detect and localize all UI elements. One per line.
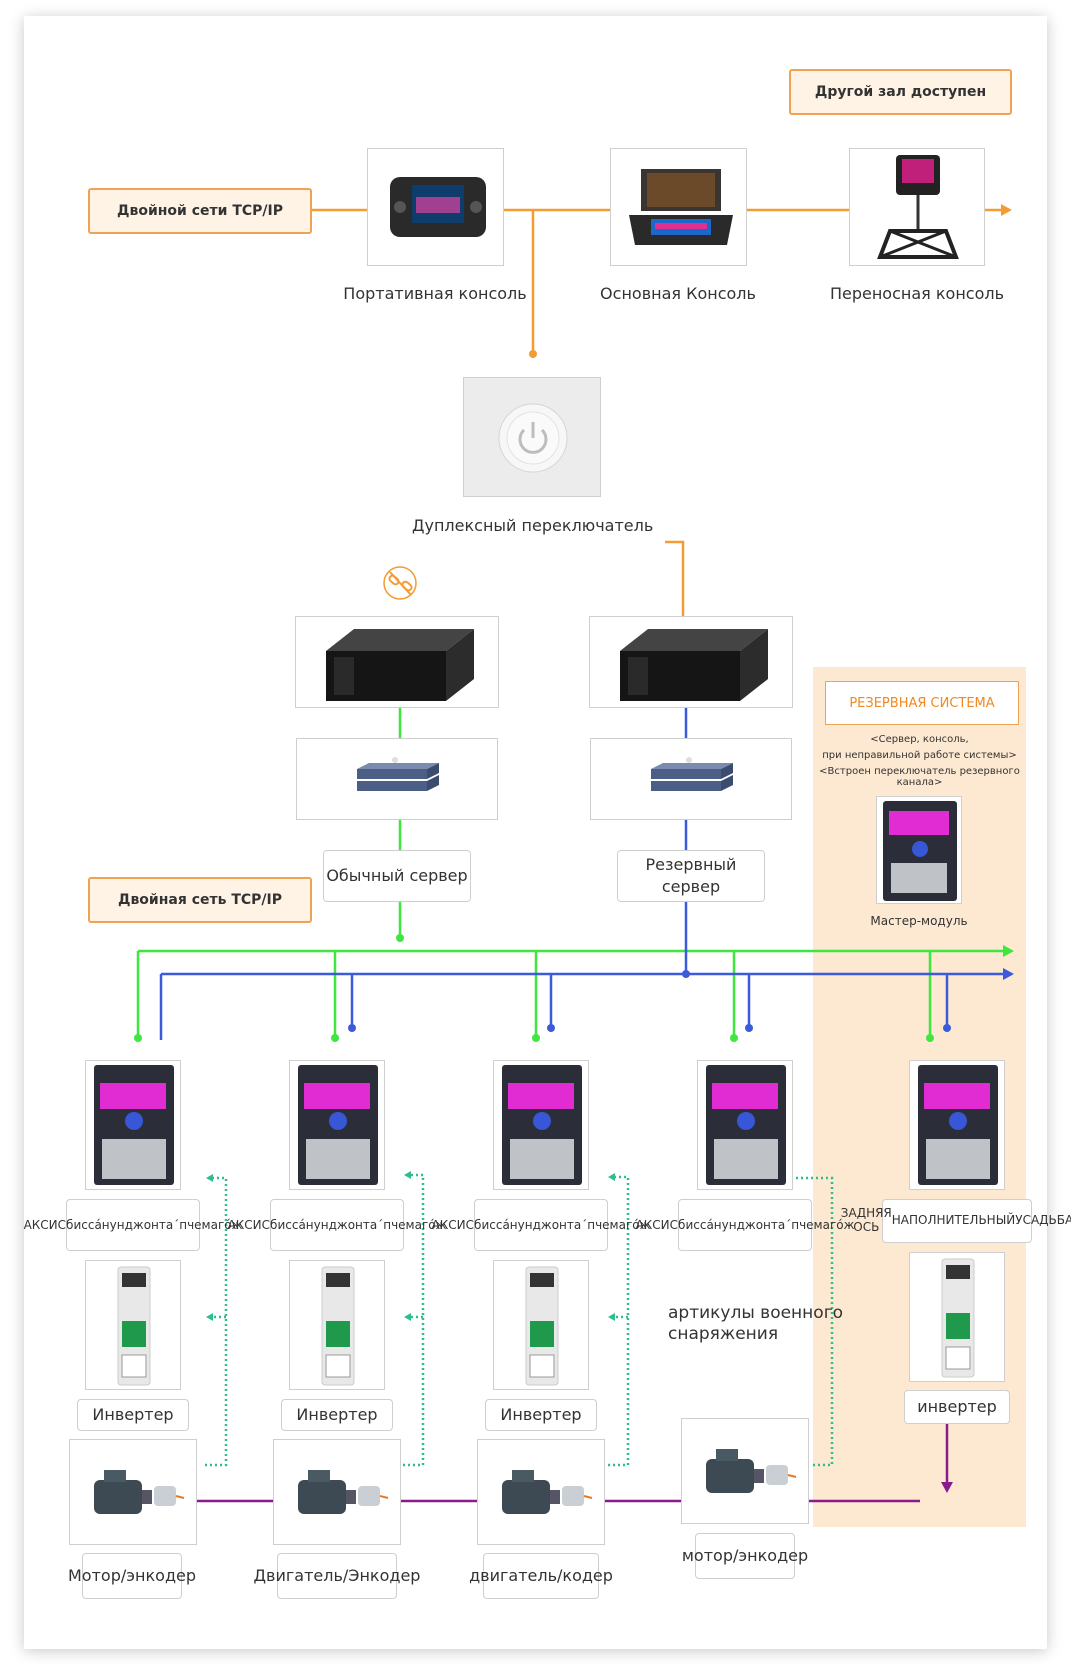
inverter-label: Инвертер (281, 1399, 393, 1431)
duplex-switch-label: Дуплексный переключатель (412, 516, 654, 535)
backup-server-label: Резервный сервер (617, 850, 765, 902)
normal-server-image (295, 616, 499, 708)
portable-console-label: Портативная консоль (343, 284, 527, 303)
inverter-label: Инвертер (485, 1399, 597, 1431)
master-module-image (876, 796, 962, 904)
motor-encoder-label: Мотор/энкодер (68, 1553, 196, 1599)
main-console-label: Основная Консоль (600, 284, 756, 303)
transportable-console-label: Переносная консоль (829, 284, 1005, 303)
axis-controller-image (289, 1060, 385, 1190)
inverter-image (493, 1260, 589, 1390)
axis-controller-image (85, 1060, 181, 1190)
axis-controller-image (493, 1060, 589, 1190)
backup-switch-image (590, 738, 792, 820)
inverter-image (289, 1260, 385, 1390)
dual-tcp-mid-badge: Двойная сеть TCP/IP (88, 877, 312, 923)
unlink-icon (383, 566, 417, 600)
reserve-note-3: <Встроен переключатель резервного канала… (819, 766, 1020, 788)
other-hall-badge: Другой зал доступен (789, 69, 1012, 115)
axis-controller-image (697, 1060, 793, 1190)
dual-tcp-top-badge: Двойной сети TCP/IP (88, 188, 312, 234)
duplex-switch-image (463, 377, 601, 497)
main-console-image (610, 148, 747, 266)
motor-encoder-image (69, 1439, 197, 1545)
inverter-label: Инвертер (77, 1399, 189, 1431)
axis-controller-image (909, 1060, 1005, 1190)
motor-encoder-label: двигатель/кодер (469, 1553, 613, 1599)
inverter-label: инвертер (904, 1390, 1010, 1424)
motor-encoder-label: Двигатель/Энкодер (254, 1553, 420, 1599)
motor-encoder-image (477, 1439, 605, 1545)
motor-encoder-label: мотор/энкодер (682, 1533, 808, 1579)
normal-server-label: Обычный сервер (323, 850, 471, 902)
portable-console-image (367, 148, 504, 266)
transportable-console-image (849, 148, 985, 266)
normal-switch-image (296, 738, 498, 820)
inverter-image (85, 1260, 181, 1390)
reserve-title: РЕЗЕРВНАЯ СИСТЕМА (825, 681, 1019, 725)
inverter-image (909, 1252, 1005, 1382)
reserve-note-2: при неправильной работе системы> (822, 750, 1017, 761)
reserve-note-1: <Сервер, консоль, (870, 734, 969, 745)
motor-encoder-image (681, 1418, 809, 1524)
backup-server-image (589, 616, 793, 708)
motor-encoder-image (273, 1439, 401, 1545)
master-module-label: Мастер-модуль (870, 914, 968, 928)
